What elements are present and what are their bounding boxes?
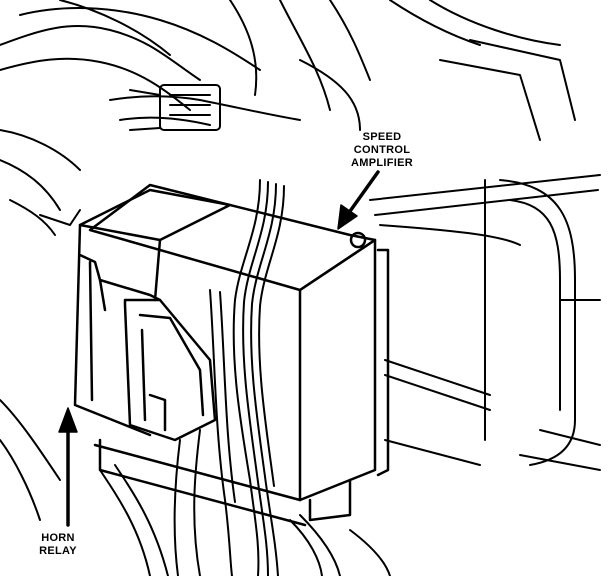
label-line: SPEED [362,131,402,143]
label-line: CONTROL [353,144,411,156]
speed-control-arrow [337,170,380,230]
label-line: AMPLIFIER [351,157,413,169]
mounting-bracket [369,39,601,471]
label-line: RELAY [39,545,77,557]
wire-bundle [173,179,285,576]
label-line: HORN [41,532,75,544]
background-harness [0,0,561,236]
horn-relay [73,188,232,442]
speed-control-amplifier [88,183,390,527]
lower-harness [0,399,391,576]
horn-relay-arrow [58,407,78,527]
speed-control-amplifier-label: SPEED CONTROL AMPLIFIER [322,131,442,170]
horn-relay-label: HORN RELAY [28,532,88,558]
